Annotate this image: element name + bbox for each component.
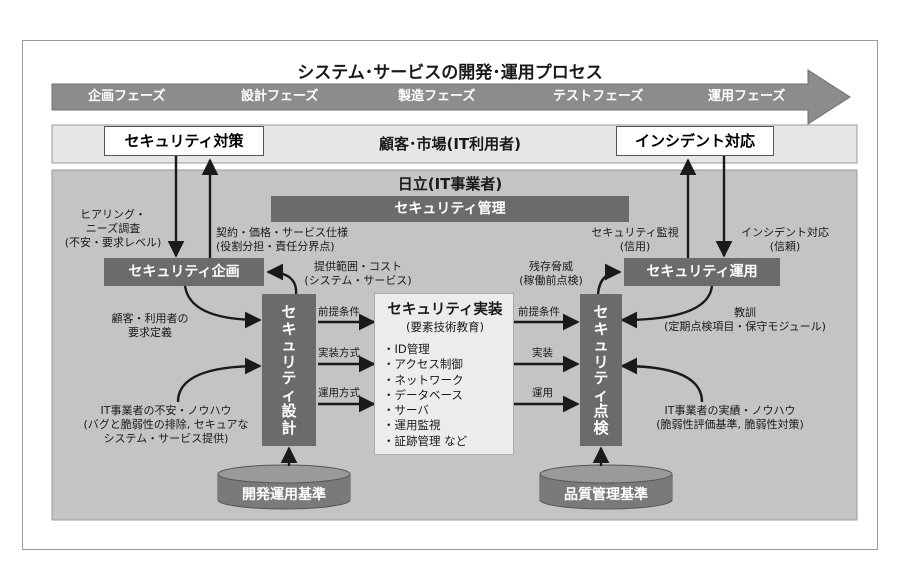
label-precondition-left: 前提条件 (318, 306, 360, 318)
security-design-char: 設 (281, 402, 297, 420)
implementation-item: ・ネットワーク (383, 372, 464, 387)
arrow-operation-to-inspection (620, 285, 714, 329)
label-impl-method: 実装方式 (318, 347, 360, 359)
annotation-vendor-anxiety: IT事業者の不安・ノウハウ(バグと脆弱性の排除, セキュアなシステム・サービス提… (83, 404, 249, 445)
implementation-item: ・データベース (383, 387, 463, 402)
security-inspection-char: リ (593, 352, 609, 371)
annotation-scope-cost: 提供範囲・コスト(システム・サービス) (304, 260, 412, 287)
security-inspection-char: ィ (593, 385, 609, 404)
phase-test: テストフェーズ (553, 89, 644, 104)
arrow-results-to-inspection (620, 357, 704, 403)
label-ops-method: 運用方式 (318, 387, 360, 399)
security-inspection-char: ュ (593, 336, 609, 354)
security-design-char: ュ (281, 336, 297, 354)
implementation-item: ・ID管理 (383, 342, 430, 356)
quality-standard-label: 品質管理基準 (564, 487, 648, 503)
security-design-box: セキュリティ設計 (262, 294, 316, 446)
annotation-customer-requirements: 顧客・利用者の要求定義 (111, 312, 189, 339)
phase-planning: 企画フェーズ (88, 89, 166, 104)
security-inspection-char: セ (593, 303, 609, 321)
label-ops: 運用 (532, 387, 553, 399)
arrow-planning-to-design (183, 285, 262, 329)
annotation-vendor-results: IT事業者の実績・ノウハウ(脆弱性評価基準, 脆弱性対策) (656, 404, 804, 431)
security-design-char: テ (281, 369, 297, 387)
implementation-list: ・ID管理・アクセス制御・ネットワーク・データベース・サーバ・運用監視・証跡管理… (383, 342, 467, 449)
security-inspection-char: 点 (593, 402, 609, 420)
annotation-residual-threat: 残存脅威(稼働前点検) (519, 260, 583, 287)
implementation-item: ・サーバ (383, 403, 429, 418)
implementation-title: セキュリティ実装 (387, 302, 503, 318)
security-inspection-char: 検 (593, 418, 609, 437)
annotation-contract: 契約・価格・サービス仕様(役割分担・責任分界点) (216, 226, 348, 253)
security-design-char: ィ (281, 385, 297, 404)
phase-manufacturing: 製造フェーズ (398, 89, 476, 104)
annotation-lessons: 教訓(定期点検項目・保守モジュール) (664, 306, 826, 333)
dev-ops-standard-label: 開発運用基準 (242, 487, 326, 503)
security-design-char: リ (281, 352, 297, 371)
security-implementation-box: セキュリティ実装 (要素技術教育) ・ID管理・アクセス制御・ネットワーク・デー… (374, 293, 514, 455)
implementation-item: ・証跡管理 など (383, 433, 468, 448)
dev-ops-standard-cylinder (217, 464, 351, 510)
arrow-design-to-planning (266, 263, 298, 296)
security-design-char: キ (281, 319, 297, 338)
phase-design: 設計フェーズ (241, 89, 319, 104)
label-precondition-right: 前提条件 (518, 306, 560, 318)
implementation-subtitle: (要素技術教育) (406, 320, 484, 334)
label-impl: 実装 (532, 347, 553, 359)
process-title: システム･サービスの開発･運用プロセス (297, 63, 603, 83)
security-design-char: 計 (281, 418, 297, 437)
security-inspection-char: キ (593, 319, 609, 338)
arrow-vendor-to-design (176, 357, 262, 403)
security-inspection-box: セキュリティ点検 (580, 294, 622, 446)
security-planning-box: セキュリティ企画 (104, 258, 264, 286)
implementation-item: ・アクセス制御 (383, 357, 463, 372)
phase-operation: 運用フェーズ (708, 89, 786, 104)
security-design-char: セ (281, 303, 297, 321)
security-measures-box: セキュリティ対策 (104, 126, 264, 156)
arrow-inspection-to-operation (596, 263, 622, 295)
market-label: 顧客･市場(IT利用者) (378, 135, 522, 153)
security-inspection-char: テ (593, 369, 609, 387)
annotation-incident-trust: インシデント対応(信頼) (741, 226, 829, 253)
security-design-label: セキュリティ設計 (262, 304, 316, 436)
implementation-item: ・運用監視 (383, 418, 441, 433)
security-operation-box: セキュリティ運用 (624, 258, 780, 286)
annotation-hearing: ヒアリング・ニーズ調査(不安・要求レベル) (64, 208, 162, 249)
annotation-monitoring: セキュリティ監視(信用) (591, 226, 679, 253)
security-management-bar: セキュリティ管理 (271, 196, 629, 222)
hitachi-label: 日立(IT事業者) (397, 175, 503, 193)
security-inspection-label: セキュリティ点検 (580, 304, 622, 436)
quality-standard-cylinder (539, 464, 673, 510)
incident-response-box: インシデント対応 (616, 126, 774, 156)
process-arrow (51, 69, 851, 125)
